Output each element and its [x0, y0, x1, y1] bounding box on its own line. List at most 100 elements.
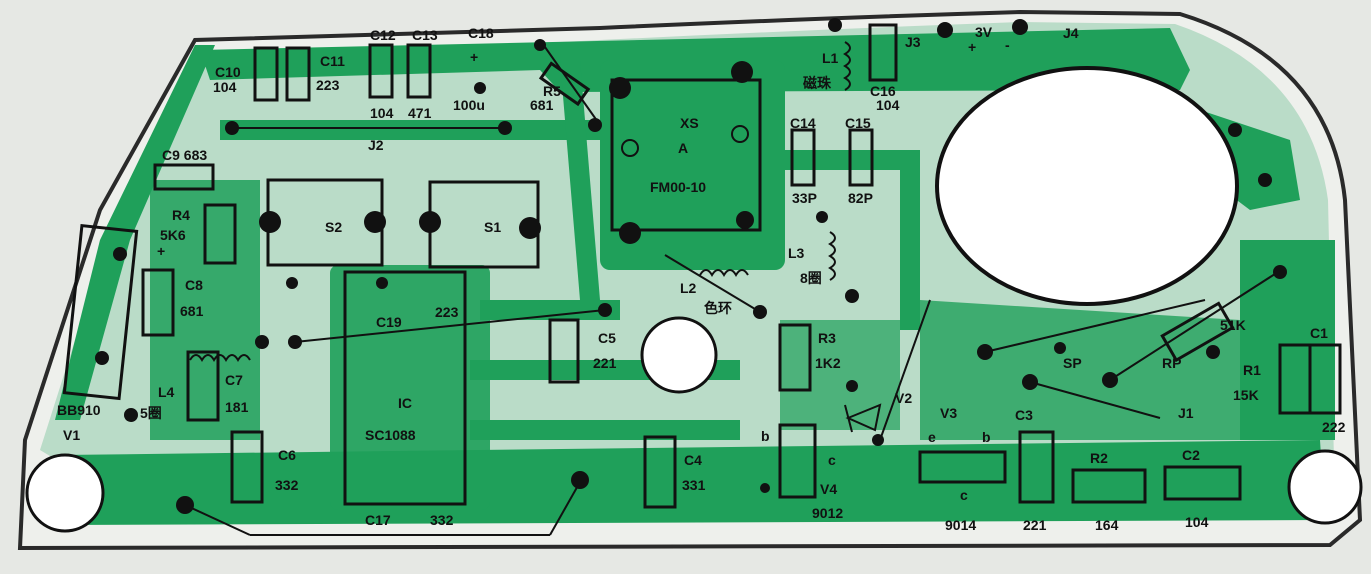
label-c2: C2: [1182, 447, 1200, 463]
label-l1: L1: [822, 50, 839, 66]
v2-diode-triangle: [845, 403, 882, 432]
label-r3: R3: [818, 330, 836, 346]
label-r3-val: 1K2: [815, 355, 841, 371]
pad: [419, 211, 441, 233]
label-fm: FM00-10: [650, 179, 706, 195]
c2-outline: [1163, 465, 1242, 501]
label-l3: L3: [788, 245, 805, 261]
copper-traces-a: [220, 120, 600, 140]
label-c14: C14: [790, 115, 816, 131]
copper-mid-lower: [920, 300, 1240, 440]
label-c17-val: 332: [430, 512, 454, 528]
label-r4-plus: +: [157, 243, 165, 259]
label-c15-val: 82P: [848, 190, 873, 206]
label-c16-val: 104: [876, 97, 900, 113]
c12-outline: [368, 43, 394, 99]
label-c10: C10: [215, 64, 241, 80]
label-c17: C17: [365, 512, 391, 528]
label-c12: C12: [370, 27, 396, 43]
label-xs-a: A: [678, 140, 688, 156]
label-v3-e: e: [928, 429, 936, 445]
pad: [731, 61, 753, 83]
label-ic: IC: [398, 395, 412, 411]
c8-outline: [141, 268, 175, 337]
c19-lead: [294, 309, 606, 343]
label-c1-val: 222: [1322, 419, 1346, 435]
pad: [1228, 123, 1242, 137]
r5-outline: [538, 61, 591, 107]
pad: [288, 335, 302, 349]
pad: [598, 303, 612, 317]
fm-hole-right: [731, 125, 749, 143]
label-s2: S2: [325, 219, 342, 235]
label-v1: V1: [63, 427, 80, 443]
label-c18-val: 100u: [453, 97, 485, 113]
r2-outline: [1071, 468, 1147, 504]
rp-lead: [1109, 271, 1279, 381]
label-c13: C13: [412, 27, 438, 43]
label-r5-val: 681: [530, 97, 554, 113]
copper-traces-d: [470, 420, 740, 440]
rp-outline: [1160, 301, 1235, 363]
cutouts: [25, 66, 1363, 533]
label-r5: R5: [543, 83, 561, 99]
pad: [259, 211, 281, 233]
label-s1: S1: [484, 219, 501, 235]
c15-outline: [848, 128, 874, 187]
label-c15: C15: [845, 115, 871, 131]
ic-outline: [343, 270, 467, 506]
label-l4: L4: [158, 384, 175, 400]
label-xs: XS: [680, 115, 699, 131]
label-c9: C9 683: [162, 147, 207, 163]
label-c3: C3: [1015, 407, 1033, 423]
pad: [937, 22, 953, 38]
copper-left-block: [150, 180, 260, 440]
pad: [816, 211, 828, 223]
pad: [736, 211, 754, 229]
copper-traces-f: [760, 150, 920, 330]
pad: [534, 39, 546, 51]
label-c4-val: 331: [682, 477, 706, 493]
v2-diode-bar: [844, 404, 853, 433]
pad: [364, 211, 386, 233]
pad: [95, 351, 109, 365]
pad: [845, 289, 859, 303]
mount-hole-left: [25, 453, 105, 533]
label-batt-minus: -: [1005, 37, 1010, 53]
label-c11: C11: [320, 53, 345, 69]
l4-coil: [189, 354, 251, 362]
label-c14-val: 33P: [792, 190, 817, 206]
label-j2: J2: [368, 137, 384, 153]
label-c7-val: 181: [225, 399, 249, 415]
label-v2: V2: [895, 390, 912, 406]
c6-outline: [230, 430, 264, 504]
c17-lead-b: [549, 481, 581, 536]
label-v4-c: c: [828, 452, 836, 468]
label-l4-val: 5圈: [140, 405, 162, 421]
label-c4: C4: [684, 452, 702, 468]
label-r1-val: 15K: [1233, 387, 1259, 403]
copper-traces-b: [480, 300, 620, 320]
pad: [519, 217, 541, 239]
pad: [588, 118, 602, 132]
label-bb910: BB910: [57, 402, 101, 418]
label-j4: J4: [1063, 25, 1079, 41]
l2-lead: [664, 254, 761, 313]
pad: [760, 483, 770, 493]
label-rp: RP: [1162, 355, 1181, 371]
r4-outline: [203, 203, 237, 265]
pad: [1206, 345, 1220, 359]
c4-outline: [643, 435, 677, 509]
label-c2-val: 104: [1185, 514, 1209, 530]
pad: [1258, 173, 1272, 187]
label-c19-val: 223: [435, 304, 459, 320]
label-c5: C5: [598, 330, 616, 346]
label-c6: C6: [278, 447, 296, 463]
pad: [376, 277, 388, 289]
c17-lead: [184, 504, 251, 536]
v2-diode: [844, 403, 882, 433]
mount-hole-right: [1287, 449, 1363, 525]
label-c19: C19: [376, 314, 402, 330]
